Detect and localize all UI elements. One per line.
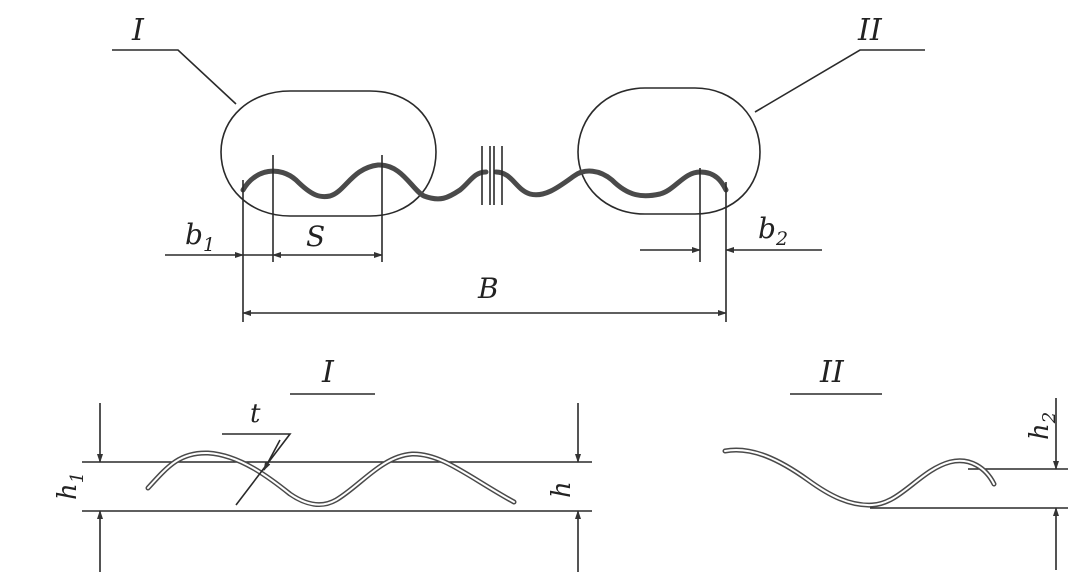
callout-2-leader xyxy=(754,49,925,113)
detail-2-profile-outer xyxy=(722,447,997,508)
dim-t-label: t xyxy=(250,399,261,429)
detail-circle-2 xyxy=(577,87,761,215)
dim-B-label: B xyxy=(477,272,499,305)
detail-1-profile-inner xyxy=(147,451,515,506)
callout-2-label: II xyxy=(857,13,883,48)
detail-1-title: I xyxy=(321,355,335,390)
callout-1-leader xyxy=(112,49,237,105)
top-view: I II b1 S b2 xyxy=(112,13,925,322)
detail-1-profile-outer xyxy=(145,450,517,508)
dim-h-label: h xyxy=(547,481,577,498)
detail-2-profile-inner xyxy=(724,449,995,507)
dim-h1-label: h1 xyxy=(53,472,88,500)
dim-t-arrow xyxy=(263,439,281,471)
callout-1-label: I xyxy=(131,13,145,48)
dim-t-leader xyxy=(222,433,292,506)
detail-circle-1 xyxy=(220,90,437,217)
dim-h2-label: h2 xyxy=(1025,412,1060,440)
dim-b1-label: b1 xyxy=(185,218,215,256)
dim-b2-label: b2 xyxy=(758,212,788,250)
dim-s-label: S xyxy=(306,220,325,253)
detail-2: II h2 xyxy=(722,355,1068,570)
detail-1: I h1 h t xyxy=(53,355,592,572)
detail-2-title: II xyxy=(819,355,845,390)
sheet-profile-top xyxy=(240,162,729,202)
